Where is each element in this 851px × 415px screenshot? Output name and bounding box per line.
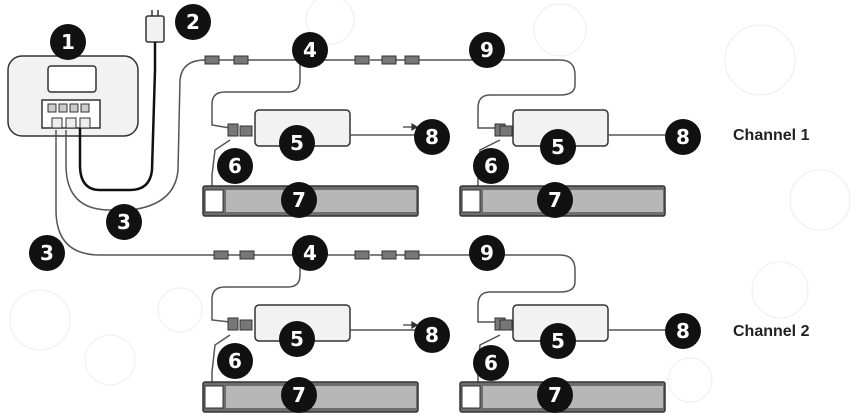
callout-7-row-2a: 7 (281, 377, 317, 413)
callout-6-row-2b: 6 (473, 345, 509, 381)
callout-6-row-2a: 6 (217, 343, 253, 379)
callout-7-row-1a: 7 (281, 182, 317, 218)
channel-2-label: Channel 2 (733, 323, 810, 340)
callout-9-row-2: 9 (469, 235, 505, 271)
callout-6-row-1b: 6 (473, 148, 509, 184)
callout-1: 1 (50, 24, 86, 60)
callout-8-row-2b: 8 (665, 313, 701, 349)
svg-text:6: 6 (228, 154, 242, 178)
callout-8-row-1b: 8 (665, 119, 701, 155)
background-pattern (9, 0, 851, 403)
callout-5-row-2a: 5 (279, 321, 315, 357)
row1-connectors (204, 55, 420, 65)
svg-text:1: 1 (61, 30, 75, 54)
callout-8-row-1a: 8 (414, 119, 450, 155)
svg-text:8: 8 (425, 323, 439, 347)
callout-8-row-2a: 8 (414, 317, 450, 353)
data-cable-channel-2 (55, 130, 215, 256)
svg-text:5: 5 (551, 329, 565, 353)
svg-text:6: 6 (228, 349, 242, 373)
svg-text:6: 6 (484, 351, 498, 375)
callout-4-row-1: 4 (292, 32, 328, 68)
callout-5-row-1b: 5 (540, 129, 576, 165)
channel-1-label: Channel 1 (733, 127, 810, 144)
svg-text:2: 2 (186, 10, 200, 34)
driver-units (254, 109, 609, 342)
callout-7-row-2b: 7 (537, 377, 573, 413)
svg-text:6: 6 (484, 154, 498, 178)
data-cable-channel-1 (65, 59, 225, 211)
callout-7-row-1b: 7 (537, 182, 573, 218)
svg-text:7: 7 (292, 188, 306, 212)
driver-input-connectors (227, 123, 513, 331)
row2-chain (211, 254, 576, 323)
callout-5-row-1a: 5 (279, 125, 315, 161)
callout-3-channel-1: 3 (106, 204, 142, 240)
svg-text:7: 7 (548, 188, 562, 212)
svg-text:8: 8 (676, 319, 690, 343)
power-cable (78, 42, 157, 192)
callout-2: 2 (175, 4, 211, 40)
svg-text:3: 3 (117, 210, 131, 234)
callout-3-channel-2: 3 (29, 235, 65, 271)
svg-text:7: 7 (292, 383, 306, 407)
svg-text:7: 7 (548, 383, 562, 407)
output-arrows (403, 122, 419, 330)
svg-text:5: 5 (290, 131, 304, 155)
svg-text:3: 3 (40, 241, 54, 265)
svg-text:8: 8 (425, 125, 439, 149)
svg-text:4: 4 (303, 241, 317, 265)
controller-device (7, 55, 139, 137)
callout-4-row-2: 4 (292, 235, 328, 271)
svg-text:9: 9 (480, 38, 494, 62)
row2-connectors (213, 250, 420, 260)
svg-text:4: 4 (303, 38, 317, 62)
callout-9-row-1: 9 (469, 32, 505, 68)
svg-text:5: 5 (551, 135, 565, 159)
svg-text:8: 8 (676, 125, 690, 149)
callout-5-row-2b: 5 (540, 323, 576, 359)
callout-6-row-1a: 6 (217, 148, 253, 184)
svg-text:9: 9 (480, 241, 494, 265)
power-adapter (145, 10, 165, 43)
svg-text:5: 5 (290, 327, 304, 351)
